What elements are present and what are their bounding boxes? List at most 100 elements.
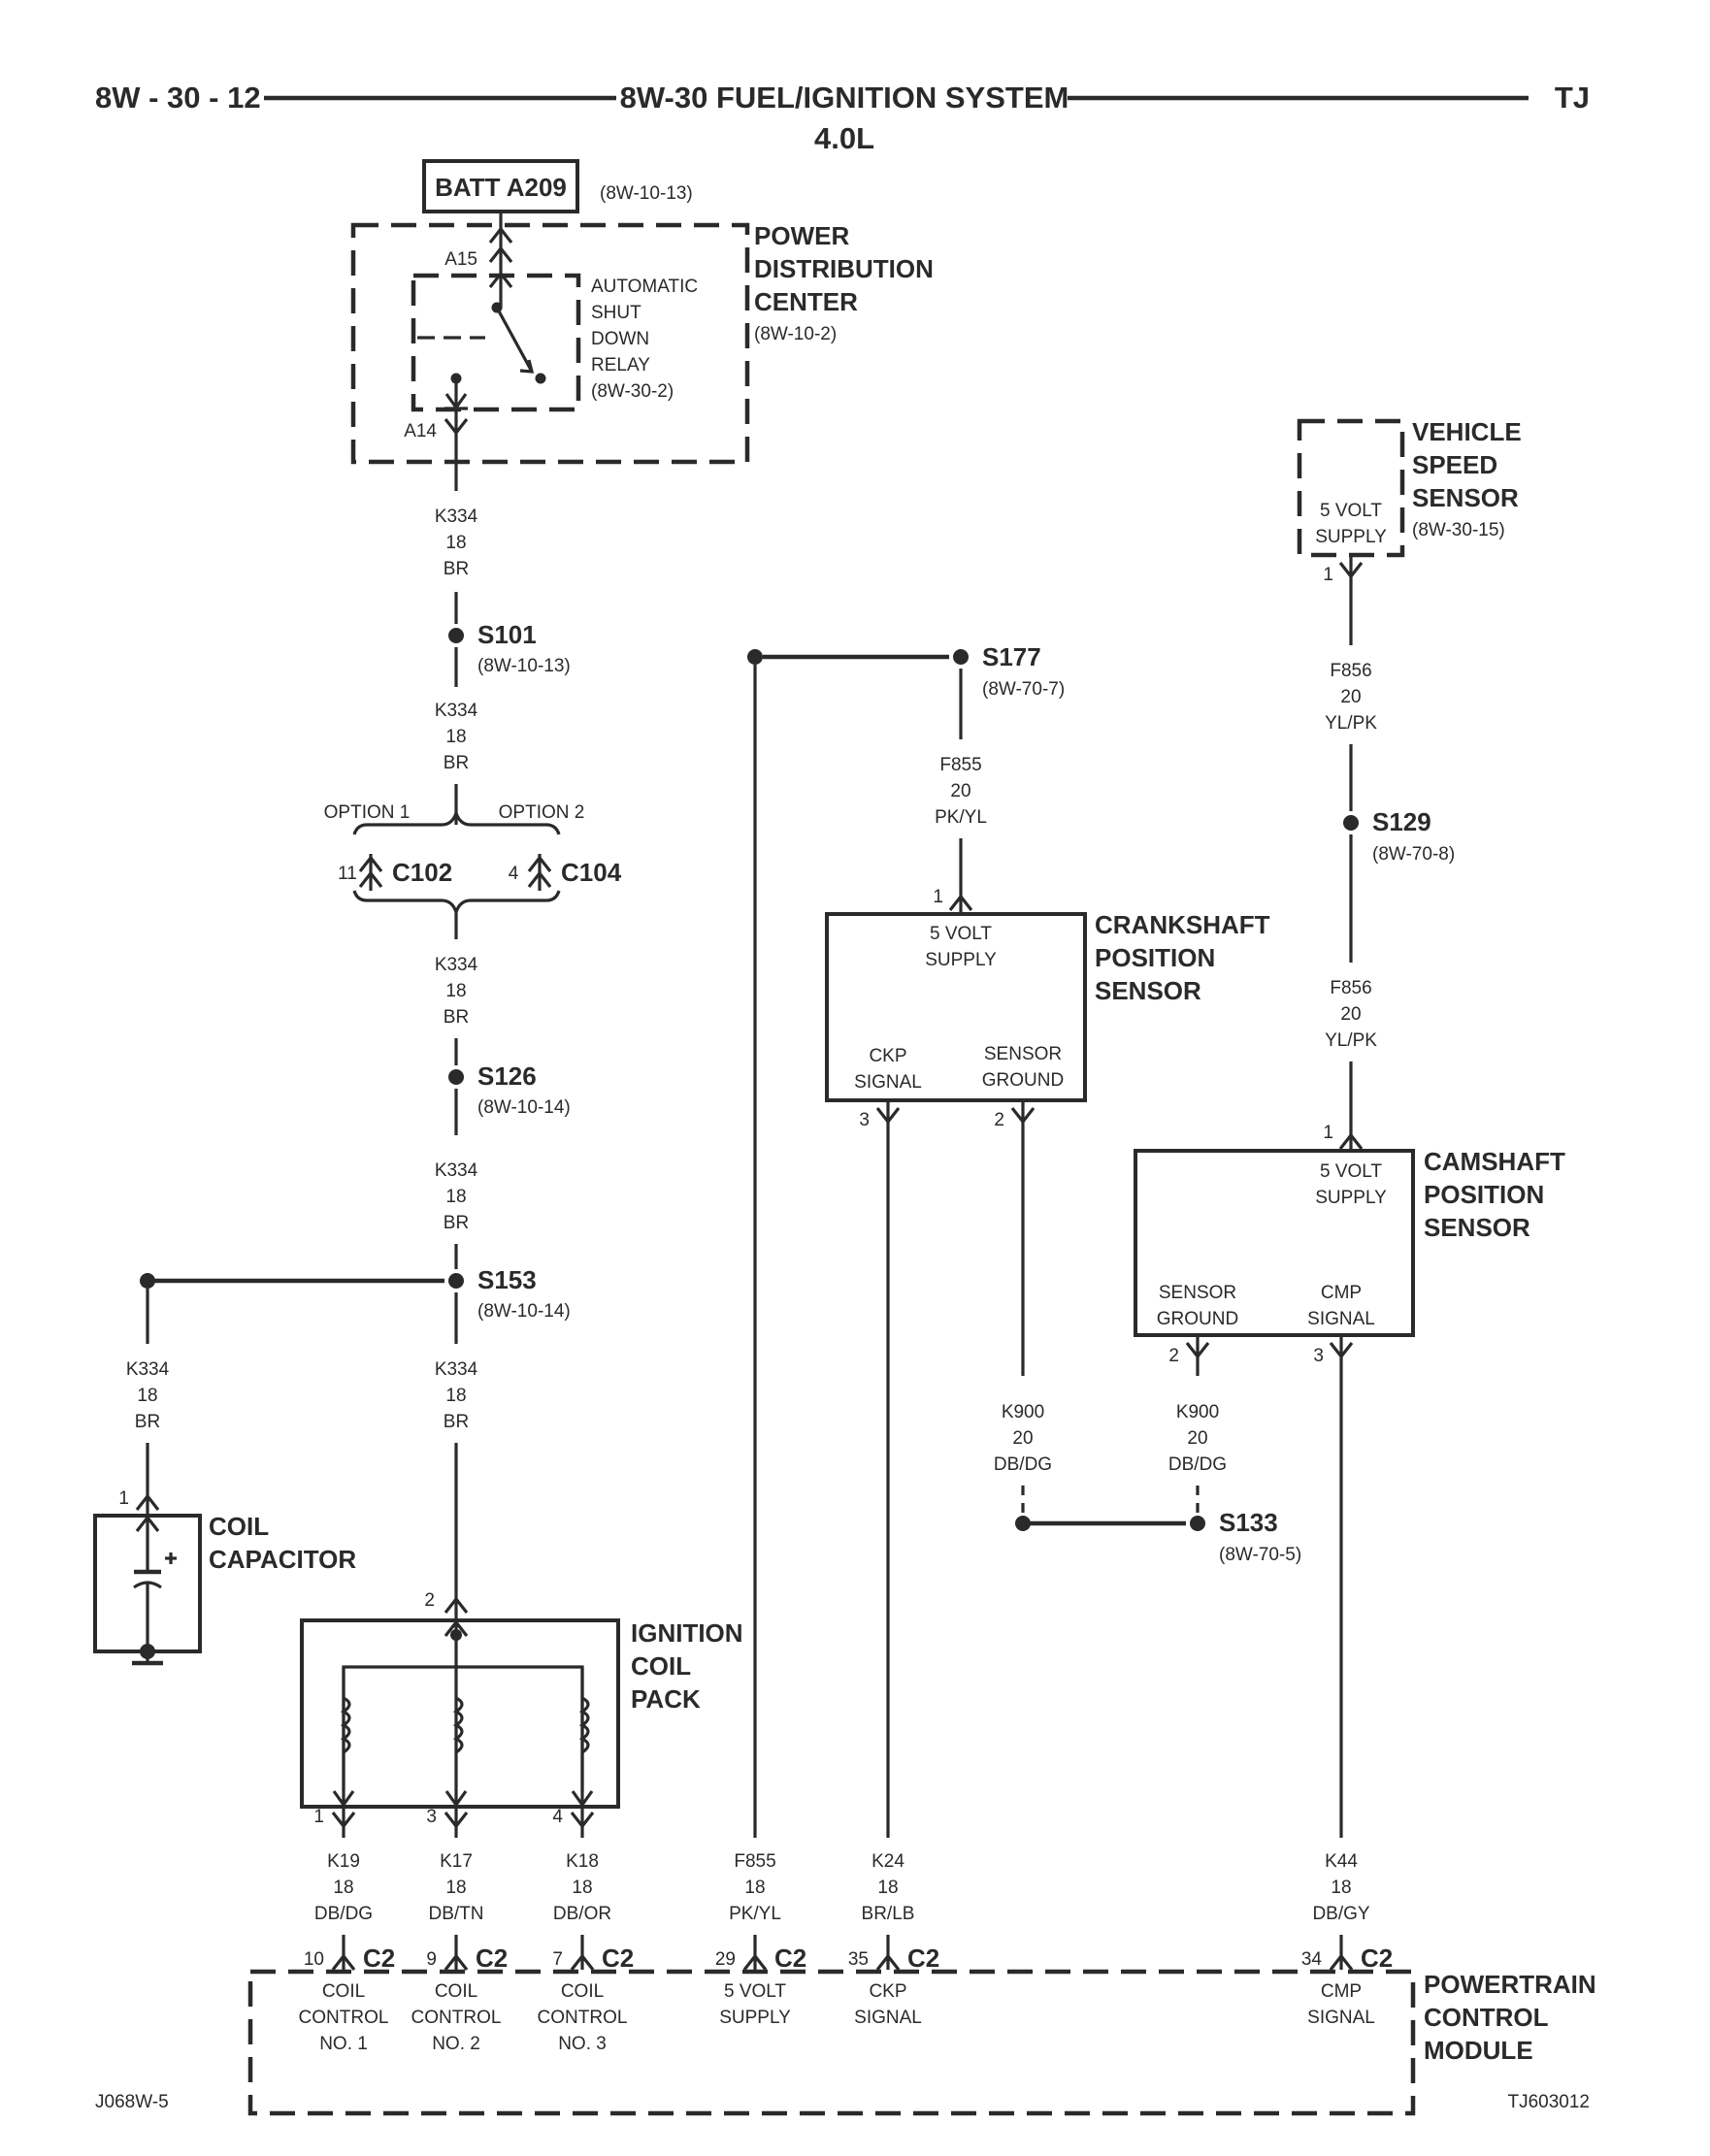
option-brace-top	[352, 807, 561, 835]
svg-text:K44: K44	[1325, 1851, 1358, 1872]
svg-text:C2: C2	[602, 1944, 634, 1973]
connector-c102-icon	[358, 855, 383, 872]
asd-ref: (8W-30-2)	[591, 381, 674, 402]
svg-text:18: 18	[137, 1386, 157, 1406]
svg-text:2: 2	[424, 1590, 435, 1611]
svg-text:DB/OR: DB/OR	[553, 1904, 611, 1924]
svg-text:BR/LB: BR/LB	[862, 1904, 915, 1924]
svg-text:(8W-70-5): (8W-70-5)	[1219, 1545, 1301, 1565]
svg-text:9: 9	[426, 1949, 437, 1970]
svg-text:BR: BR	[444, 1412, 469, 1432]
svg-text:5 VOLT: 5 VOLT	[1320, 501, 1382, 521]
svg-text:S101: S101	[477, 620, 537, 649]
coil-winding-icon	[332, 1667, 594, 1808]
svg-text:SENSOR: SENSOR	[984, 1044, 1062, 1064]
svg-text:COIL: COIL	[435, 1981, 477, 2002]
svg-text:SIGNAL: SIGNAL	[854, 1072, 922, 1093]
svg-text:DB/TN: DB/TN	[429, 1904, 484, 1924]
svg-text:YL/PK: YL/PK	[1325, 713, 1377, 734]
ckp-line3: SENSOR	[1095, 976, 1201, 1005]
svg-text:NO. 1: NO. 1	[319, 2034, 368, 2054]
svg-text:3: 3	[859, 1110, 870, 1130]
pcm-pin-35: 35 C2 CKP SIGNAL	[848, 1944, 939, 2028]
svg-text:C2: C2	[907, 1944, 939, 1973]
svg-text:C2: C2	[363, 1944, 395, 1973]
wire-label-k900-a: K900 20 DB/DG	[994, 1402, 1052, 1475]
pcm-pin-9: 9 C2 COIL CONTROL NO. 2	[411, 1944, 509, 2054]
svg-text:18: 18	[333, 1878, 353, 1898]
pdc-box	[350, 222, 750, 465]
wire-label-k19: K19 18 DB/DG	[314, 1851, 373, 1924]
ckp-line2: POSITION	[1095, 943, 1215, 972]
svg-text:DB/DG: DB/DG	[1168, 1454, 1227, 1475]
svg-text:SUPPLY: SUPPLY	[1315, 1188, 1387, 1208]
coilpack-line2: COIL	[631, 1651, 691, 1681]
svg-text:BR: BR	[444, 753, 469, 773]
wire-label-f855-a: F855 20 PK/YL	[935, 755, 987, 828]
connector-a15-icon	[488, 226, 513, 244]
asd-line3: DOWN	[591, 329, 649, 349]
svg-text:20: 20	[1012, 1428, 1033, 1449]
asd-relay-box	[411, 273, 581, 412]
svg-text:S177: S177	[982, 642, 1041, 671]
svg-text:S133: S133	[1219, 1508, 1278, 1537]
svg-text:5 VOLT: 5 VOLT	[930, 924, 992, 944]
coilcap-line1: COIL	[209, 1512, 269, 1541]
svg-text:SUPPLY: SUPPLY	[719, 2008, 791, 2028]
svg-text:DB/DG: DB/DG	[314, 1904, 373, 1924]
svg-text:COIL: COIL	[561, 1981, 604, 2002]
svg-text:18: 18	[877, 1878, 898, 1898]
svg-text:S126: S126	[477, 1062, 537, 1091]
svg-text:CONTROL: CONTROL	[299, 2008, 389, 2028]
svg-text:(8W-10-14): (8W-10-14)	[477, 1301, 571, 1322]
splice-s153	[448, 1273, 464, 1289]
splice-s101	[448, 628, 464, 643]
c102-label: C102	[392, 858, 452, 887]
pcm-pin-10: 10 C2 COIL CONTROL NO. 1	[299, 1944, 396, 2054]
splice-s129	[1343, 815, 1359, 831]
svg-text:K19: K19	[327, 1851, 360, 1872]
pcm-pin-29: 29 C2 5 VOLT SUPPLY	[715, 1944, 806, 2028]
svg-text:3: 3	[426, 1807, 437, 1827]
svg-text:K900: K900	[1002, 1402, 1044, 1422]
footer-left-code: J068W-5	[95, 2092, 169, 2112]
svg-text:1: 1	[313, 1807, 324, 1827]
svg-text:1: 1	[933, 887, 943, 907]
svg-text:S153: S153	[477, 1265, 537, 1294]
svg-text:SENSOR: SENSOR	[1159, 1283, 1236, 1303]
wire-label-f856-b: F856 20 YL/PK	[1325, 978, 1377, 1051]
svg-text:35: 35	[848, 1949, 869, 1970]
svg-text:20: 20	[1340, 687, 1361, 707]
option-2-label: OPTION 2	[499, 802, 585, 823]
pcm-box	[247, 1969, 1416, 2116]
asd-line2: SHUT	[591, 303, 641, 323]
svg-text:K334: K334	[435, 955, 478, 975]
svg-text:18: 18	[1331, 1878, 1351, 1898]
svg-text:PK/YL: PK/YL	[935, 807, 987, 828]
svg-text:10: 10	[304, 1949, 324, 1970]
page-subtitle: 4.0L	[814, 121, 874, 155]
svg-text:K17: K17	[440, 1851, 473, 1872]
svg-text:20: 20	[1340, 1004, 1361, 1025]
pcm-line2: CONTROL	[1424, 2003, 1549, 2032]
svg-text:DB/GY: DB/GY	[1312, 1904, 1369, 1924]
svg-text:CKP: CKP	[869, 1981, 906, 2002]
vss-box	[1297, 418, 1405, 558]
wire-label-k334-b: K334 18 BR	[435, 701, 478, 773]
wire-label-k334-d: K334 18 BR	[435, 1160, 478, 1233]
wire-label-k334-e: K334 18 BR	[126, 1359, 170, 1432]
svg-text:2: 2	[994, 1110, 1004, 1130]
svg-text:YL/PK: YL/PK	[1325, 1030, 1377, 1051]
pcm-line3: MODULE	[1424, 2036, 1533, 2065]
svg-text:29: 29	[715, 1949, 736, 1970]
cmp-sensor-box	[1134, 1149, 1415, 1337]
connector-cmp-top-icon	[1338, 1132, 1364, 1150]
svg-text:3: 3	[1313, 1346, 1324, 1366]
relay-switch-icon	[495, 307, 534, 373]
svg-text:K334: K334	[435, 1160, 478, 1181]
connector-coilpack-top-icon	[444, 1596, 469, 1614]
wire-label-k17: K17 18 DB/TN	[429, 1851, 484, 1924]
svg-text:BR: BR	[444, 1007, 469, 1028]
svg-text:18: 18	[445, 727, 466, 747]
